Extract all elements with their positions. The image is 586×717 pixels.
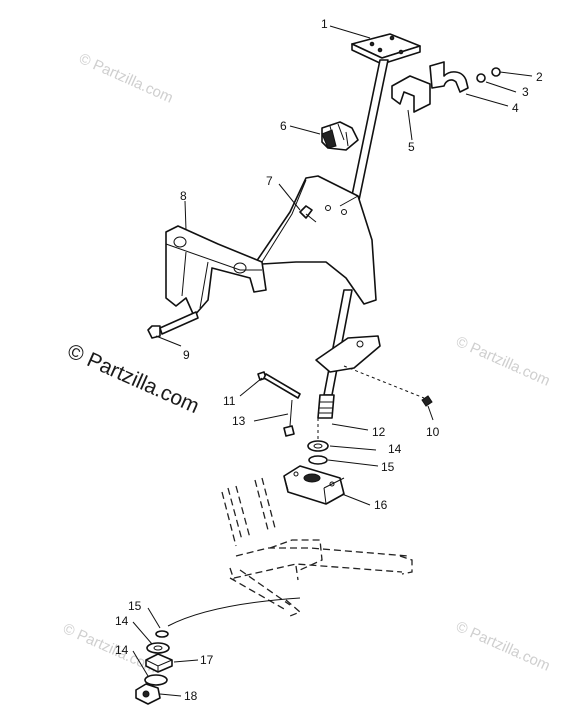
shaft-end [317,394,335,419]
clamp-block [391,75,431,113]
watermark-right: © Partzilla.com [453,333,552,390]
callout-9: 9 [183,348,190,362]
callout-11: 11 [223,394,236,408]
side-bracket [165,225,267,317]
clamp-cap [429,61,469,93]
callout-7: 7 [266,174,273,188]
nut-small [421,395,433,407]
callout-14-upper: 14 [388,442,402,456]
callout-15-lower: 15 [128,599,142,613]
callout-12: 12 [372,425,386,439]
callout-1: 1 [321,17,328,31]
callout-15-upper: 15 [381,460,395,474]
callout-labels: 1 2 3 4 5 6 7 8 9 10 11 13 12 14 15 16 1… [115,17,543,703]
faint-watermarks: © Partzilla.com © Partzilla.com © Partzi… [60,50,552,677]
callout-14-lower-a: 14 [115,614,129,628]
watermark-bottom-left: © Partzilla.com [60,620,159,677]
upper-washers [307,440,329,465]
callout-4: 4 [512,101,519,115]
callout-8: 8 [180,189,187,203]
callout-14-lower-b: 14 [115,643,129,657]
watermark-bottom-right: © Partzilla.com [453,618,552,675]
screw [299,205,317,223]
bushing [321,121,359,151]
column-support-bracket [315,335,381,373]
upper-clamp [391,61,501,113]
callout-13: 13 [232,414,246,428]
callout-10: 10 [426,425,440,439]
watermark-top: © Partzilla.com [76,50,175,107]
callout-3: 3 [522,85,529,99]
callout-5: 5 [408,140,415,154]
callout-2: 2 [536,70,543,84]
callout-16: 16 [374,498,388,512]
pin [283,399,295,437]
bearing-block [283,465,345,505]
lower-stack [135,630,173,705]
column-shield [255,175,377,305]
bolt [147,311,199,339]
callout-6: 6 [280,119,287,133]
alignment-lines [317,365,425,440]
callout-17: 17 [200,653,214,667]
watermark-main: © Partzilla.com [64,340,203,419]
callout-18: 18 [184,689,198,703]
leader-lines [132,25,533,697]
long-bolt [257,371,301,399]
